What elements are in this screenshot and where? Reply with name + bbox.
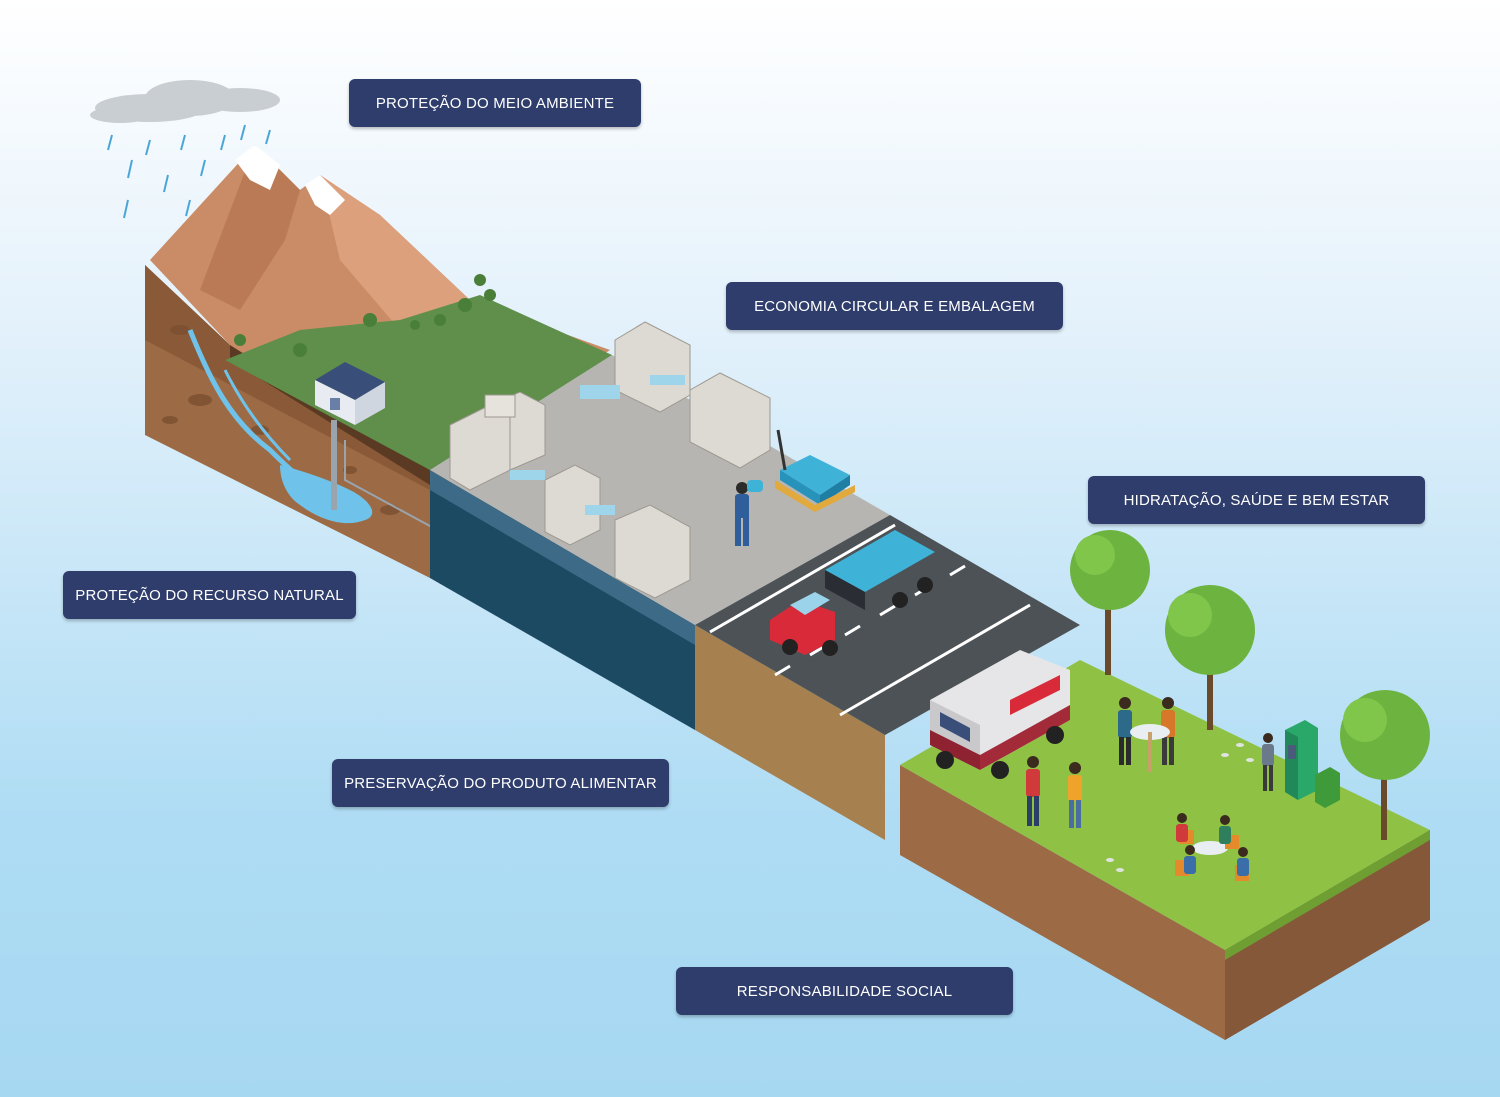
road-block	[695, 515, 1080, 840]
person-icon	[1237, 847, 1249, 876]
person-icon	[1184, 845, 1196, 874]
park-block	[900, 530, 1430, 1040]
label-social-responsibility[interactable]: RESPONSABILIDADE SOCIAL	[676, 967, 1013, 1015]
person-icon	[1219, 815, 1231, 844]
person-icon	[1068, 762, 1082, 828]
house-icon	[315, 362, 385, 425]
label-circular-economy[interactable]: ECONOMIA CIRCULAR E EMBALAGEM	[726, 282, 1063, 330]
recycle-bin-icon	[1315, 767, 1340, 808]
person-icon	[1026, 756, 1040, 826]
label-food-preservation[interactable]: PRESERVAÇÃO DO PRODUTO ALIMENTAR	[332, 759, 669, 807]
tree-icon	[1165, 585, 1255, 730]
label-natural-resource[interactable]: PROTEÇÃO DO RECURSO NATURAL	[63, 571, 356, 619]
vending-machine-icon	[1285, 720, 1318, 800]
factory-block	[430, 321, 890, 730]
pallet-icon	[775, 429, 855, 512]
person-icon	[1118, 697, 1132, 765]
cloud-icon	[90, 80, 280, 219]
person-icon	[1176, 813, 1188, 842]
food-truck-icon	[930, 650, 1070, 779]
label-hydration-health[interactable]: HIDRATAÇÃO, SAÚDE E BEM ESTAR	[1088, 476, 1425, 524]
truck-icon	[770, 530, 935, 656]
person-icon	[1262, 733, 1274, 791]
tree-icon	[1070, 530, 1150, 675]
factory-machine-icon	[449, 321, 771, 599]
worker-icon	[735, 480, 763, 546]
tree-icon	[1340, 690, 1430, 840]
label-environment-protection[interactable]: PROTEÇÃO DO MEIO AMBIENTE	[349, 79, 641, 127]
